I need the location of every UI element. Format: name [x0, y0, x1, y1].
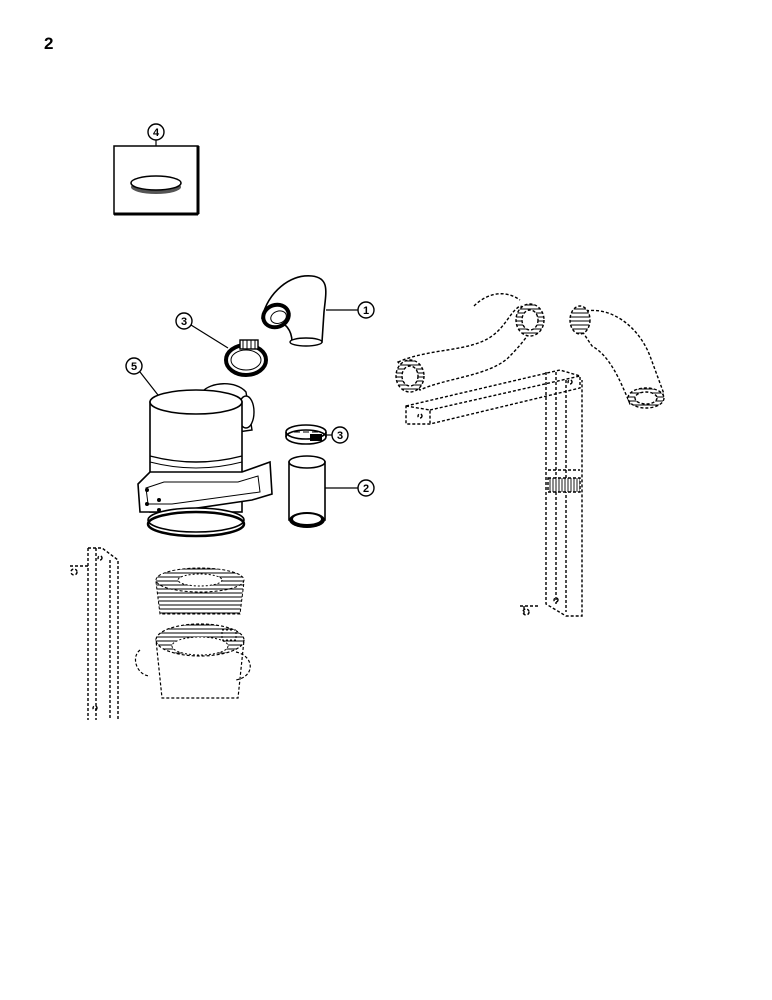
callout-5-label: 5: [131, 361, 137, 373]
callout-4-label: 4: [153, 127, 160, 139]
hose-clamp-lower-part: [285, 424, 327, 445]
callout-5: 5: [125, 357, 159, 396]
phantom-bracket-left: [70, 547, 119, 720]
callout-2: 2: [325, 479, 375, 497]
cap-part: [130, 175, 182, 194]
elbow-hose-part: [261, 275, 327, 347]
phantom-elbow-right: [569, 305, 665, 409]
callout-3-upper: 3: [175, 312, 229, 349]
phantom-dust-cup: [135, 623, 251, 699]
hose-clamp-upper-part: [224, 339, 268, 377]
page-number: 2: [44, 34, 54, 53]
inset-cap-panel: [113, 145, 200, 216]
callout-3-lower-label: 3: [337, 430, 343, 442]
callout-3-lower: 3: [326, 426, 349, 444]
phantom-precleaner-cap: [155, 567, 245, 615]
callout-1-label: 1: [363, 305, 369, 317]
straight-hose-part: [288, 455, 326, 528]
phantom-crossbar: [405, 369, 581, 425]
callout-1: 1: [326, 301, 375, 319]
callout-4: 4: [147, 123, 165, 146]
air-cleaner-part: [137, 383, 273, 538]
callout-3-upper-label: 3: [181, 316, 187, 328]
callout-2-label: 2: [363, 483, 369, 495]
phantom-upright-post: [520, 372, 583, 617]
phantom-intake-pipe: [395, 293, 545, 393]
